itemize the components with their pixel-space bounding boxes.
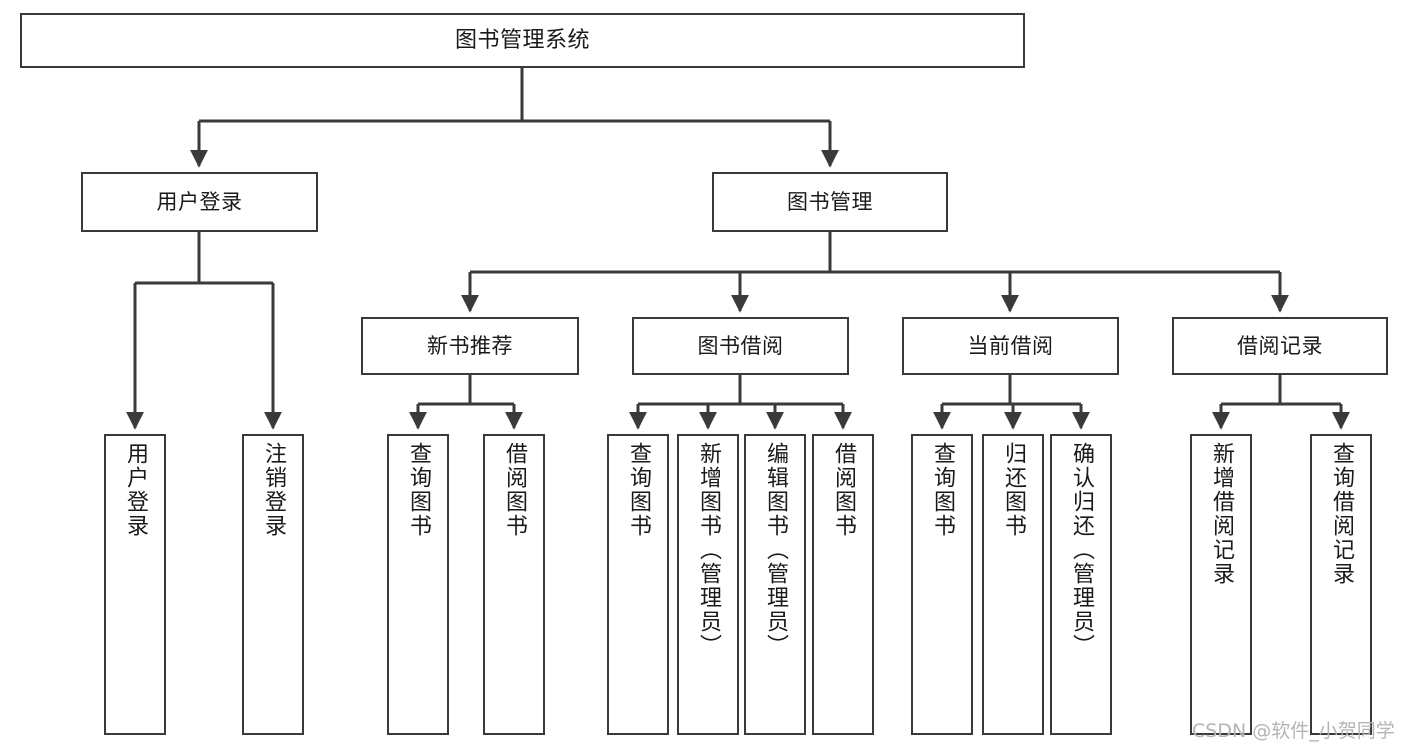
node-book-manage[interactable]: 图书管理 xyxy=(712,172,948,232)
node-user-login-label: 用户登录 xyxy=(156,189,243,214)
node-leaf-return-book-label: 归还图书 xyxy=(1001,442,1026,538)
node-leaf-logout[interactable]: 注销登录 xyxy=(242,434,304,735)
node-leaf-query-book-2[interactable]: 查询图书 xyxy=(607,434,669,735)
node-root[interactable]: 图书管理系统 xyxy=(20,13,1025,68)
node-leaf-add-record-label: 新增借阅记录 xyxy=(1209,442,1234,586)
node-leaf-confirm-return[interactable]: 确认归还（管理员） xyxy=(1050,434,1112,735)
node-leaf-query-record-label: 查询借阅记录 xyxy=(1329,442,1354,586)
node-current-borrow[interactable]: 当前借阅 xyxy=(902,317,1119,375)
node-leaf-user-login[interactable]: 用户登录 xyxy=(104,434,166,735)
node-leaf-borrow-book-1-label: 借阅图书 xyxy=(502,442,527,538)
node-leaf-confirm-return-label: 确认归还（管理员） xyxy=(1069,442,1094,658)
node-new-book-recommend-label: 新书推荐 xyxy=(427,333,513,358)
node-book-manage-label: 图书管理 xyxy=(787,189,873,214)
node-borrow-record[interactable]: 借阅记录 xyxy=(1172,317,1388,375)
node-book-borrow[interactable]: 图书借阅 xyxy=(632,317,849,375)
node-leaf-query-book-3-label: 查询图书 xyxy=(930,442,955,538)
node-book-borrow-label: 图书借阅 xyxy=(697,333,784,358)
node-leaf-user-login-label: 用户登录 xyxy=(123,442,148,538)
node-leaf-add-book-label: 新增图书（管理员） xyxy=(696,442,721,658)
node-leaf-query-book-3[interactable]: 查询图书 xyxy=(911,434,973,735)
node-leaf-edit-book-label: 编辑图书（管理员） xyxy=(763,442,788,658)
node-user-login[interactable]: 用户登录 xyxy=(81,172,318,232)
node-new-book-recommend[interactable]: 新书推荐 xyxy=(361,317,579,375)
node-leaf-borrow-book-2-label: 借阅图书 xyxy=(831,442,856,538)
node-leaf-query-record[interactable]: 查询借阅记录 xyxy=(1310,434,1372,735)
node-current-borrow-label: 当前借阅 xyxy=(967,333,1054,358)
node-leaf-query-book-1[interactable]: 查询图书 xyxy=(387,434,449,735)
node-leaf-edit-book[interactable]: 编辑图书（管理员） xyxy=(744,434,806,735)
node-leaf-add-book[interactable]: 新增图书（管理员） xyxy=(677,434,739,735)
node-leaf-borrow-book-1[interactable]: 借阅图书 xyxy=(483,434,545,735)
node-leaf-borrow-book-2[interactable]: 借阅图书 xyxy=(812,434,874,735)
watermark: CSDN @软件_小贺同学 xyxy=(1192,720,1395,742)
node-leaf-return-book[interactable]: 归还图书 xyxy=(982,434,1044,735)
node-root-label: 图书管理系统 xyxy=(454,27,590,53)
node-leaf-query-book-1-label: 查询图书 xyxy=(406,442,431,538)
node-leaf-query-book-2-label: 查询图书 xyxy=(626,442,651,538)
node-borrow-record-label: 借阅记录 xyxy=(1237,333,1323,358)
node-leaf-add-record[interactable]: 新增借阅记录 xyxy=(1190,434,1252,735)
node-leaf-logout-label: 注销登录 xyxy=(261,442,286,538)
